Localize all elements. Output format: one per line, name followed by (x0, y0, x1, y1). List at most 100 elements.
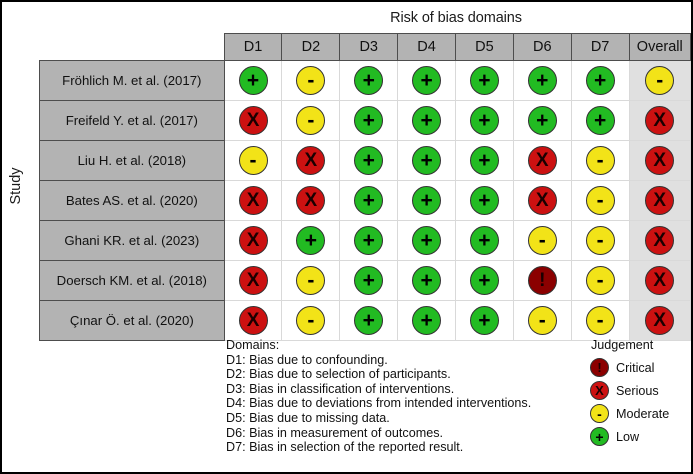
judgement-legend-row-serious: X Serious (590, 379, 690, 402)
judgement-glyph: + (478, 309, 491, 332)
judgement-legend-row-critical: ! Critical (590, 356, 690, 379)
judgement-cell-d6: ! (512, 260, 572, 301)
judgement-cell-d1: X (223, 100, 283, 141)
judgement-dot-low: + (354, 226, 384, 255)
column-header-d4: D4 (397, 33, 456, 61)
judgement-glyph: - (596, 229, 604, 252)
judgement-dot-low: + (412, 306, 442, 335)
judgement-glyph: ! (597, 360, 602, 375)
judgement-dot-moderate: - (645, 66, 675, 95)
study-label: Fröhlich M. et al. (2017) (39, 60, 225, 101)
judgement-glyph: + (246, 69, 260, 92)
judgement-dot-low: + (296, 226, 326, 255)
judgement-dot-low: + (527, 106, 557, 135)
judgement-dot-low: + (585, 66, 615, 95)
judgement-dot-serious: X (645, 226, 675, 255)
judgement-dot-low: + (412, 146, 442, 175)
judgement-glyph: - (596, 149, 604, 172)
judgement-legend-row-low: +Low (590, 425, 690, 448)
judgement-cell-d4: + (397, 60, 456, 101)
judgement-glyph: + (362, 229, 375, 252)
judgement-dot-moderate: - (296, 106, 326, 135)
judgement-glyph: + (362, 149, 375, 172)
judgement-cell-d7: + (570, 60, 630, 101)
judgement-cell-d5: + (455, 180, 514, 221)
study-label: Doersch KM. et al. (2018) (39, 260, 225, 301)
judgement-dot-low: + (238, 66, 268, 95)
judgement-glyph: X (246, 270, 260, 291)
judgement-glyph: + (420, 269, 433, 292)
judgement-cell-d5: + (455, 260, 514, 301)
judgement-cell-d2: X (281, 140, 341, 181)
judgement-glyph: X (246, 310, 260, 331)
judgement-glyph: + (420, 149, 433, 172)
judgement-glyph: + (478, 69, 491, 92)
judgement-cell-d6: + (512, 100, 572, 141)
judgement-dot-serious: X (238, 186, 268, 215)
study-label: Çınar Ö. et al. (2020) (39, 300, 225, 341)
judgement-glyph: + (362, 269, 375, 292)
judgement-cell-d6: - (512, 300, 572, 341)
judgement-glyph: + (420, 109, 433, 132)
judgement-dot-serious: X (527, 146, 557, 175)
table-body: Fröhlich M. et al. (2017)+-+++++-Freifel… (39, 60, 691, 341)
judgement-dot-moderate: - (296, 266, 326, 295)
judgement-cell-d6: X (512, 140, 572, 181)
judgement-dot-moderate: - (585, 186, 615, 215)
judgement-glyph: - (307, 109, 315, 132)
judgement-cell-d6: X (512, 180, 572, 221)
judgement-glyph: + (536, 109, 549, 132)
judgement-dot-serious: X (645, 306, 675, 335)
column-header-d7: D7 (570, 33, 630, 61)
judgement-glyph: X (246, 190, 260, 211)
domain-description-d1: D1: Bias due to confounding. (226, 352, 388, 367)
judgement-cell-d1: X (223, 300, 283, 341)
judgement-cell-overall: X (628, 180, 691, 221)
judgement-dot-low: + (469, 106, 499, 135)
judgement-cell-d1: X (223, 180, 283, 221)
judgement-cell-d5: + (455, 140, 514, 181)
judgement-cell-d5: + (455, 220, 514, 261)
domain-description-d6: D6: Bias in measurement of outcomes. (226, 425, 443, 440)
table-row: Ghani KR. et al. (2023)X++++--X (39, 220, 691, 261)
judgement-cell-d3: + (339, 100, 399, 141)
judgement-dot-low: + (590, 427, 609, 446)
judgement-legend-label: Serious (616, 383, 659, 398)
judgement-glyph: - (596, 309, 604, 332)
study-label: Bates AS. et al. (2020) (39, 180, 225, 221)
judgement-glyph: X (304, 190, 318, 211)
judgement-glyph: X (653, 190, 667, 211)
judgement-dot-low: + (412, 106, 442, 135)
judgement-dot-low: + (469, 66, 499, 95)
judgement-dot-serious: X (296, 146, 326, 175)
judgement-glyph: X (653, 150, 667, 171)
judgement-cell-d1: X (223, 220, 283, 261)
judgement-glyph: X (535, 190, 549, 211)
table-row: Fröhlich M. et al. (2017)+-+++++- (39, 60, 691, 101)
judgement-cell-d7: - (570, 140, 630, 181)
judgement-dot-moderate: - (585, 266, 615, 295)
column-header-d6: D6 (512, 33, 572, 61)
header-corner-spacer (39, 33, 225, 61)
judgement-dot-serious: X (238, 266, 268, 295)
judgement-cell-overall: X (628, 100, 691, 141)
judgement-dot-serious: X (590, 381, 609, 400)
judgement-cell-d7: - (570, 180, 630, 221)
judgement-glyph: + (362, 109, 375, 132)
judgement-cell-d6: - (512, 220, 572, 261)
judgement-cell-d5: + (455, 300, 514, 341)
judgement-cell-d4: + (397, 300, 456, 341)
judgement-glyph: X (246, 230, 260, 251)
column-header-d1: D1 (223, 33, 283, 61)
judgement-cell-d7: + (570, 100, 630, 141)
judgement-glyph: + (420, 69, 433, 92)
judgement-glyph: + (478, 149, 491, 172)
judgement-cell-d1: X (223, 260, 283, 301)
judgement-dot-low: + (412, 66, 442, 95)
judgement-glyph: + (478, 109, 491, 132)
judgement-dot-low: + (354, 186, 384, 215)
judgement-legend-label: Critical (616, 360, 655, 375)
judgement-dot-low: + (354, 66, 384, 95)
